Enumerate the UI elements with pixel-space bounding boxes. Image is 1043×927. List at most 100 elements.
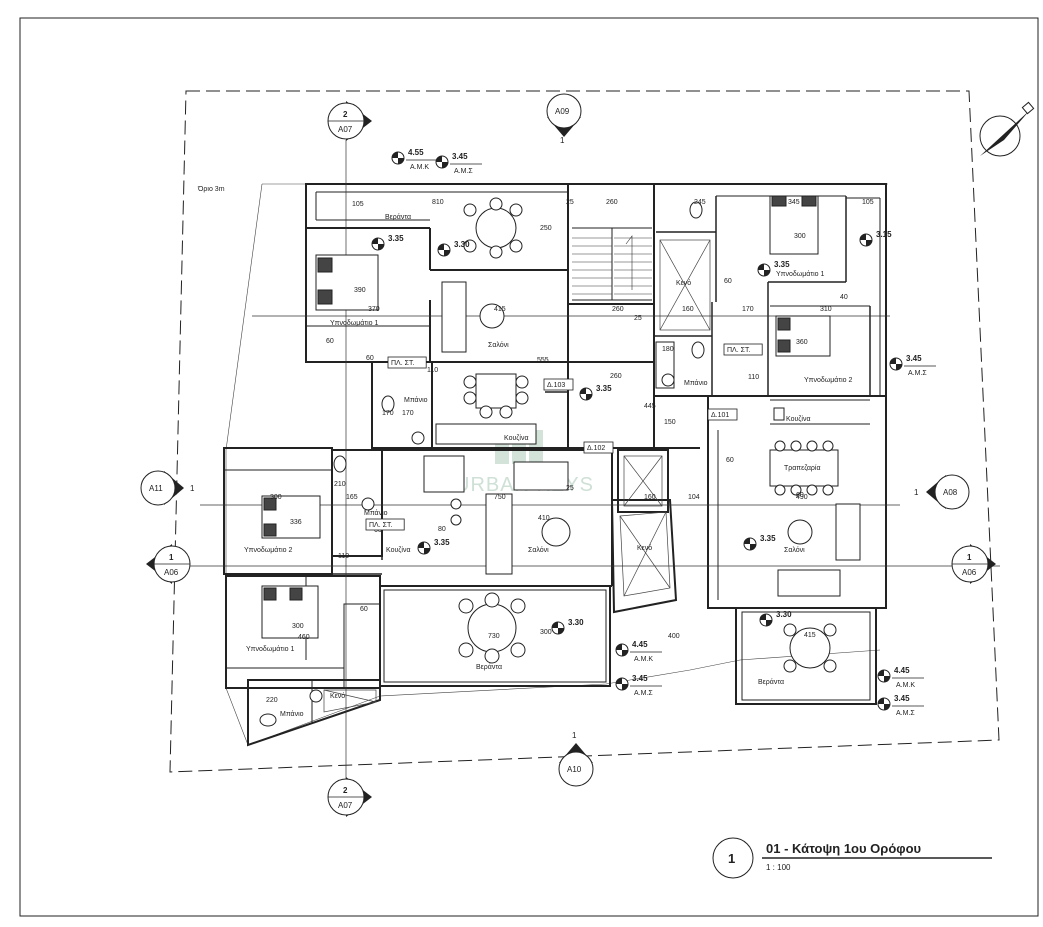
dimension-label: 300 xyxy=(292,623,304,630)
dimension-label: 370 xyxy=(368,306,380,313)
room-label: Υπνοδωμάτιο 1 xyxy=(330,319,378,327)
drawing-title: 01 - Κάτοψη 1ου Ορόφου xyxy=(766,841,922,856)
room-label: Βεράντα xyxy=(385,213,411,221)
room-label: Κενό xyxy=(330,692,345,700)
furniture-tables xyxy=(423,197,861,673)
elevation-sheet-ref: A11 xyxy=(149,484,163,493)
elevation-sheet-ref: A10 xyxy=(567,765,582,774)
north-arrow xyxy=(979,101,1035,157)
sanitary-fixtures xyxy=(259,201,785,727)
dimension-label: 555 xyxy=(537,357,549,364)
dimension-label: 400 xyxy=(668,633,680,640)
section-number: 1 xyxy=(967,553,972,562)
room-label: Σαλόνι xyxy=(784,546,805,554)
level-value: 3.35 xyxy=(760,534,776,543)
door-tag: ΠΛ. ΣΤ. xyxy=(365,518,405,531)
dimension-label: 336 xyxy=(290,519,302,526)
dimension-label: 250 xyxy=(540,225,552,232)
section-sheet-ref: A07 xyxy=(338,801,353,810)
level-type: Α.Μ.Σ xyxy=(908,370,927,377)
level-value: 3.35 xyxy=(774,260,790,269)
level-marker: 3.30 xyxy=(551,618,584,635)
door-tag: Δ.102 xyxy=(583,441,614,454)
dimension-label: 210 xyxy=(334,481,346,488)
room-label: Κουζίνα xyxy=(386,546,411,554)
furniture-beds xyxy=(261,195,831,639)
room-label: Βεράντα xyxy=(476,663,502,671)
level-marker: 3.45Α.Μ.Σ xyxy=(877,694,924,717)
dimension-label: 390 xyxy=(354,287,366,294)
dimension-label: 110 xyxy=(748,374,759,381)
dimension-label: 445 xyxy=(644,403,656,410)
dimension-label: 60 xyxy=(724,278,732,285)
dimension-label: 260 xyxy=(606,199,618,206)
level-value: 3.45 xyxy=(452,152,468,161)
plot-boundary xyxy=(169,90,1000,773)
level-marker: 3.30 xyxy=(437,240,470,257)
level-marker: 3.45Α.Μ.Σ xyxy=(889,354,936,377)
dimension-label: 245 xyxy=(694,199,706,206)
dimension-label: 360 xyxy=(796,339,808,346)
dimension-label: 310 xyxy=(820,306,832,313)
section-number: 1 xyxy=(169,553,174,562)
door-tag-label: Δ.101 xyxy=(711,412,729,419)
section-number: 2 xyxy=(343,786,348,795)
drawing-scale: 1 : 100 xyxy=(766,863,791,872)
level-marker: 4.45Α.Μ.Κ xyxy=(877,666,924,689)
level-value: 3.30 xyxy=(776,610,792,619)
dimension-label: 105 xyxy=(352,201,364,208)
room-label: Κενό xyxy=(637,544,652,552)
elevation-number: 1 xyxy=(190,484,195,493)
level-marker: 4.45Α.Μ.Κ xyxy=(615,640,662,663)
level-value: 3.35 xyxy=(388,234,404,243)
level-marker: 3.35 xyxy=(757,260,790,277)
dimension-label: 80 xyxy=(438,526,446,533)
level-value: 3.30 xyxy=(454,240,470,249)
room-label: Υπνοδωμάτιο 2 xyxy=(804,376,852,384)
dimension-label: 60 xyxy=(360,606,368,613)
dimension-label: 170 xyxy=(402,410,414,417)
door-tag-label: ΠΛ. ΣΤ. xyxy=(727,347,750,354)
room-label: Τραπεζαρία xyxy=(784,464,821,472)
dimension-label: 300 xyxy=(540,629,552,636)
room-label: Μπάνιο xyxy=(404,396,428,404)
room-label: Κουζίνα xyxy=(504,434,529,442)
dimension-label: 165 xyxy=(346,494,358,501)
level-value: 3.45 xyxy=(894,694,910,703)
room-label: Υπνοδωμάτιο 1 xyxy=(246,645,294,653)
dimension-label: 110 xyxy=(427,367,438,374)
dimension-label: 40 xyxy=(840,294,848,301)
dimension-label: 170 xyxy=(742,306,754,313)
dimension-label: 60 xyxy=(326,338,334,345)
level-marker: 3.35 xyxy=(743,534,776,551)
dimension-label: 300 xyxy=(270,494,282,501)
dimension-label: 105 xyxy=(862,199,874,206)
dimension-label: 415 xyxy=(494,306,506,313)
door-tag-label: Δ.102 xyxy=(587,445,605,452)
dimension-label: 104 xyxy=(688,494,700,501)
level-marker: 4.55Α.Μ.Κ xyxy=(391,148,438,171)
level-type: Α.Μ.Κ xyxy=(634,656,653,663)
level-value: 4.45 xyxy=(894,666,910,675)
level-value: 3.45 xyxy=(906,354,922,363)
level-value: 3.45 xyxy=(632,674,648,683)
section-sheet-ref: A06 xyxy=(164,568,179,577)
dimension-label: 160 xyxy=(682,306,694,313)
dimension-label: 460 xyxy=(298,634,310,641)
level-markers: 4.55Α.Μ.Κ3.45Α.Μ.Σ3.353.303.153.45Α.Μ.Σ3… xyxy=(371,148,936,717)
dimension-label: 750 xyxy=(494,494,506,501)
door-tag-label: Δ.103 xyxy=(547,382,565,389)
room-label: Σαλόνι xyxy=(488,341,509,349)
dimension-labels: 8102501053703906041560180170110555260260… xyxy=(266,199,874,704)
dimension-label: 180 xyxy=(662,346,674,353)
dimension-label: 490 xyxy=(796,494,808,501)
level-value: 3.35 xyxy=(434,538,450,547)
dimension-label: 300 xyxy=(794,233,806,240)
